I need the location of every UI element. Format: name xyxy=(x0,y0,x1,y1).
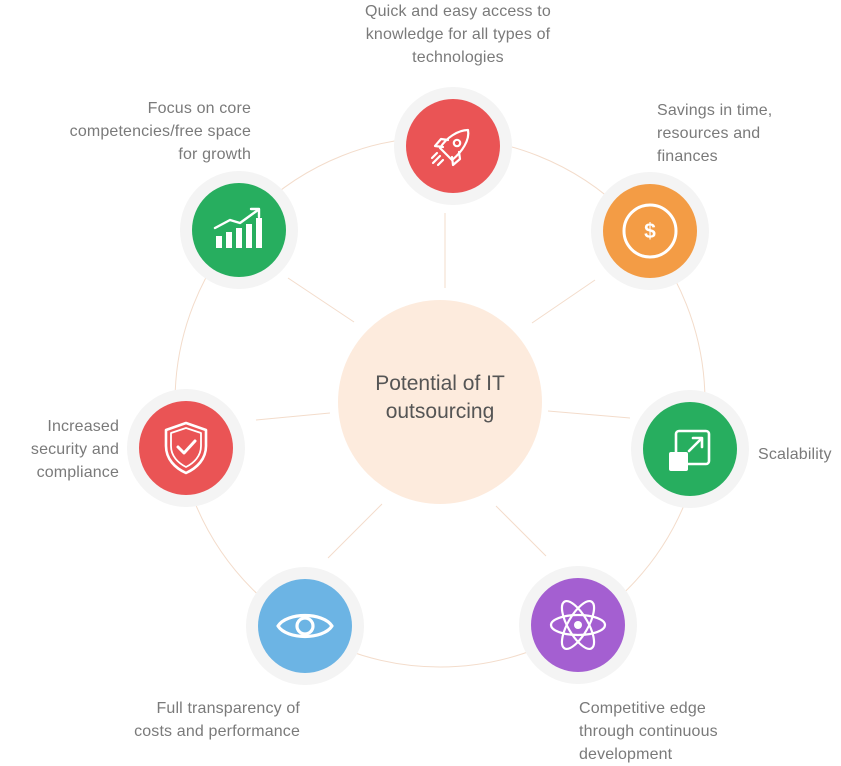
node-scalability[interactable] xyxy=(631,390,749,508)
label-competitive: Competitive edge through continuous deve… xyxy=(579,700,718,763)
svg-text:$: $ xyxy=(644,220,656,243)
growth-chart-icon xyxy=(213,207,262,248)
spoke-security xyxy=(255,412,331,421)
node-circle-transparency[interactable] xyxy=(258,579,352,673)
spoke-transparency xyxy=(327,503,383,559)
node-circle-knowledge[interactable] xyxy=(406,99,500,193)
expand-icon xyxy=(669,429,711,471)
spoke-focus xyxy=(287,277,355,323)
label-savings: Savings in time, resources and finances xyxy=(657,102,773,165)
node-security[interactable] xyxy=(127,389,245,507)
label-scalability: Scalability xyxy=(758,446,832,463)
eye-icon xyxy=(276,614,334,638)
label-focus: Focus on core competencies/free space fo… xyxy=(69,100,251,163)
node-circle-security[interactable] xyxy=(139,401,233,495)
node-savings[interactable]: $ xyxy=(591,172,709,290)
node-knowledge[interactable] xyxy=(394,87,512,205)
spoke-competitive xyxy=(495,505,547,557)
node-competitive[interactable] xyxy=(519,566,637,684)
label-transparency: Full transparency of costs and performan… xyxy=(134,700,300,740)
center-title: Potential of IT outsourcing xyxy=(375,372,505,423)
dollar-icon: $ xyxy=(622,203,678,259)
node-transparency[interactable] xyxy=(246,567,364,685)
center-circle xyxy=(338,300,542,504)
atom-icon xyxy=(549,599,607,651)
label-security: Increased security and compliance xyxy=(30,418,119,481)
label-knowledge: Quick and easy access to knowledge for a… xyxy=(365,3,551,66)
spoke-savings xyxy=(531,279,596,324)
node-circle-savings[interactable] xyxy=(603,184,697,278)
spoke-scalability xyxy=(547,410,631,419)
shield-check-icon xyxy=(164,421,208,475)
spokes xyxy=(255,213,631,559)
node-focus[interactable] xyxy=(180,171,298,289)
rocket-icon xyxy=(430,128,470,167)
